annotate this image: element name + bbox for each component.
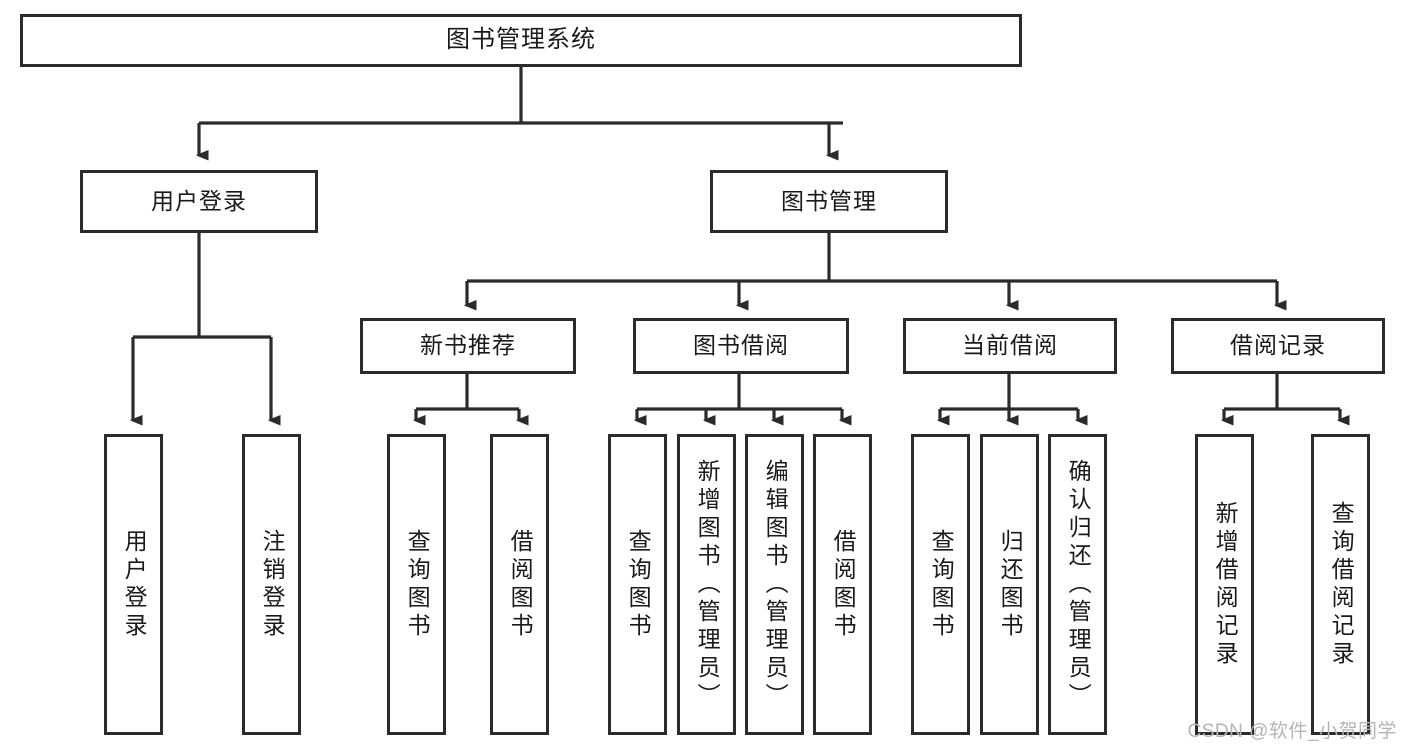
node-book-management[interactable]: 图书管理 (710, 170, 948, 233)
node-root-book-management-system[interactable]: 图书管理系统 (20, 14, 1022, 67)
leaf-book-borrow-borrow-book[interactable]: 借阅图书 (813, 434, 872, 735)
leaf-current-borrow-confirm-return-admin[interactable]: 确认归还（管理员） (1048, 434, 1107, 735)
leaf-borrow-record-add-record[interactable]: 新增借阅记录 (1195, 434, 1254, 735)
csdn-watermark: CSDN @软件_小贺同学 (1187, 721, 1397, 742)
node-new-book-recommend[interactable]: 新书推荐 (360, 318, 576, 374)
leaf-new-book-borrow-book[interactable]: 借阅图书 (490, 434, 549, 735)
leaf-new-book-query-book[interactable]: 查询图书 (387, 434, 446, 735)
node-current-borrow[interactable]: 当前借阅 (903, 318, 1117, 374)
node-book-borrow[interactable]: 图书借阅 (633, 318, 849, 374)
node-borrow-record[interactable]: 借阅记录 (1171, 318, 1385, 374)
leaf-book-borrow-add-book-admin[interactable]: 新增图书（管理员） (677, 434, 736, 735)
leaf-book-borrow-edit-book-admin[interactable]: 编辑图书（管理员） (745, 434, 804, 735)
leaf-user-login-login[interactable]: 用户登录 (104, 434, 163, 735)
leaf-borrow-record-query-record[interactable]: 查询借阅记录 (1311, 434, 1370, 735)
leaf-user-login-logout[interactable]: 注销登录 (242, 434, 301, 735)
leaf-current-borrow-return-book[interactable]: 归还图书 (980, 434, 1039, 735)
leaf-book-borrow-query-book[interactable]: 查询图书 (608, 434, 667, 735)
node-user-login[interactable]: 用户登录 (80, 170, 318, 233)
leaf-current-borrow-query-book[interactable]: 查询图书 (911, 434, 970, 735)
